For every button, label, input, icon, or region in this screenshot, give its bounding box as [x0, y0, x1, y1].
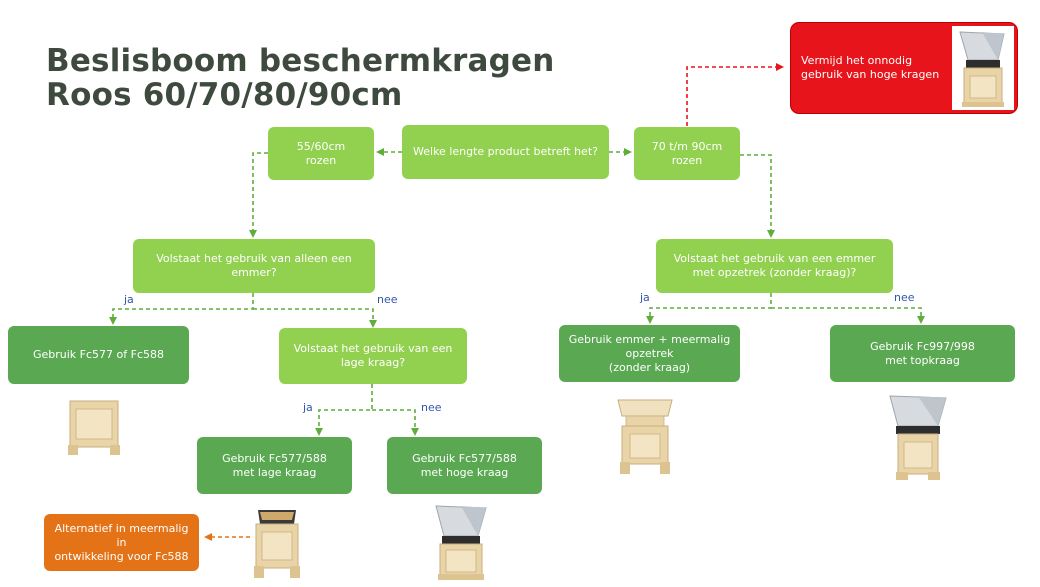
product-image-high-collar [432, 502, 490, 582]
use-fc997-998-node: Gebruik Fc997/998 met topkraag [830, 325, 1015, 382]
arrow-long-to-warning [686, 63, 784, 126]
alternative-node: Alternatief in meermalig in ontwikkeling… [44, 514, 199, 571]
question-bucket-only-node: Volstaat het gebruik van alleen een emme… [133, 239, 375, 293]
bucket-holder-topkraag-icon [889, 395, 947, 480]
arrow-long-to-opzetrek-question [740, 154, 775, 238]
warning-text: Vermijd het onnodig gebruik van hoge kra… [801, 54, 940, 81]
warning-product-image [952, 26, 1014, 110]
bucket-holder-low-collar-icon [254, 510, 300, 578]
label-no-opzetrek: nee [894, 291, 915, 304]
label-yes-lowcollar: ja [303, 401, 313, 414]
use-high-collar-text: Gebruik Fc577/588 met hoge kraag [412, 451, 517, 479]
use-fc997-998-text: Gebruik Fc997/998 met topkraag [870, 339, 975, 367]
use-low-collar-text: Gebruik Fc577/588 met lage kraag [222, 451, 327, 479]
product-image-topkraag [886, 392, 950, 482]
arrow-opzetrek-yes [646, 293, 772, 324]
bucket-holder-plain-icon [68, 400, 120, 455]
bucket-holder-opzetrek-icon [617, 399, 673, 474]
question-length-node: Welke lengte product betreft het? [402, 125, 609, 179]
use-fc577-fc588-text: Gebruik Fc577 of Fc588 [32, 348, 165, 361]
title-line-1: Beslisboom beschermkragen [46, 43, 555, 79]
use-bucket-opzetrek-node: Gebruik emmer + meermalig opzetrek (zond… [559, 325, 740, 382]
bucket-holder-high-collar-icon [435, 505, 487, 580]
bucket-holder-topkraag-icon [959, 31, 1005, 107]
product-image-low-collar [252, 506, 302, 580]
long-roses-text: 70 t/m 90cm rozen [651, 139, 723, 167]
arrow-bucket-yes [109, 293, 254, 325]
arrow-opzetrek-no [771, 307, 925, 324]
use-bucket-opzetrek-text: Gebruik emmer + meermalig opzetrek (zond… [568, 332, 731, 374]
question-bucket-only-text: Volstaat het gebruik van alleen een emme… [156, 252, 352, 279]
use-high-collar-node: Gebruik Fc577/588 met hoge kraag [387, 437, 542, 494]
arrow-bucket-no [253, 308, 377, 328]
title-line-2: Roos 60/70/80/90cm [46, 77, 403, 113]
question-low-collar-node: Volstaat het gebruik van een lage kraag? [279, 328, 467, 384]
arrow-lowcollar-yes [315, 384, 373, 436]
alternative-text: Alternatief in meermalig in ontwikkeling… [54, 521, 189, 563]
product-image-plain [66, 397, 122, 457]
arrow-short-to-bucket-question [249, 152, 268, 238]
question-low-collar-text: Volstaat het gebruik van een lage kraag? [293, 342, 453, 369]
label-no-lowcollar: nee [421, 401, 442, 414]
use-low-collar-node: Gebruik Fc577/588 met lage kraag [197, 437, 352, 494]
label-yes-bucket: ja [124, 293, 134, 306]
arrow-lowcollar-no [372, 409, 419, 436]
short-roses-text: 55/60cm rozen [296, 139, 346, 167]
page-title: Beslisboom beschermkragen Roos 60/70/80/… [46, 44, 555, 112]
label-no-bucket: nee [377, 293, 398, 306]
question-length-text: Welke lengte product betreft het? [413, 145, 598, 158]
question-bucket-opzetrek-text: Volstaat het gebruik van een emmer met o… [673, 252, 876, 279]
short-roses-node: 55/60cm rozen [268, 127, 374, 180]
label-yes-opzetrek: ja [640, 291, 650, 304]
use-fc577-fc588-node: Gebruik Fc577 of Fc588 [8, 326, 189, 384]
long-roses-node: 70 t/m 90cm rozen [634, 127, 740, 180]
question-bucket-opzetrek-node: Volstaat het gebruik van een emmer met o… [656, 239, 893, 293]
product-image-opzetrek [614, 396, 676, 476]
